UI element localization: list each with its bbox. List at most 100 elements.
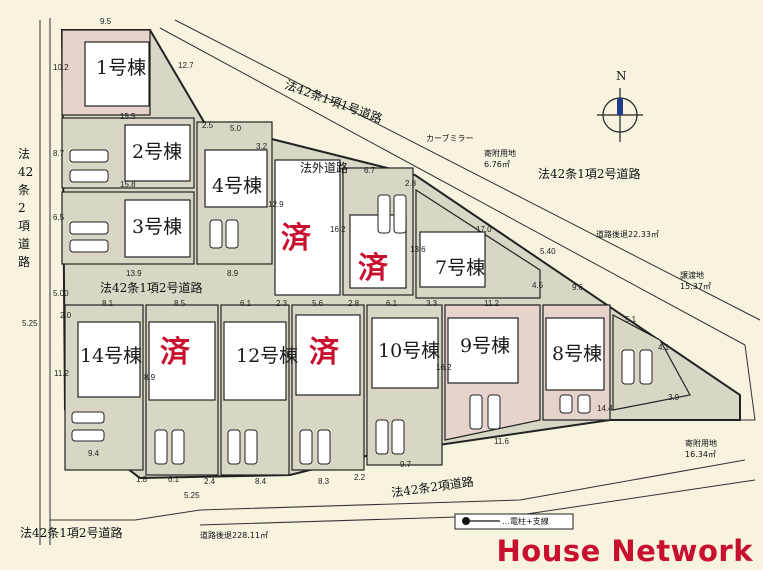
- svg-text:5.0: 5.0: [230, 124, 242, 133]
- svg-text:6.7: 6.7: [364, 166, 376, 175]
- setback-bottom: 道路後退228.11㎡: [200, 530, 268, 540]
- svg-text:2.0: 2.0: [60, 311, 72, 320]
- svg-text:2.4: 2.4: [204, 477, 216, 486]
- svg-text:項: 項: [18, 219, 30, 233]
- brand-logo: House Network: [496, 534, 753, 568]
- road-label-bottom-left: 法42条1項2号道路: [20, 525, 123, 540]
- svg-text:11.2: 11.2: [484, 299, 500, 308]
- svg-text:8.5: 8.5: [174, 299, 186, 308]
- svg-text:条: 条: [18, 183, 30, 197]
- lot-labels: 1号棟 2号棟 3号棟 4号棟 7号棟 8号棟 9号棟 10号棟 12号棟 14…: [80, 57, 602, 367]
- lot-13-building: [148, 321, 216, 401]
- svg-text:5.1: 5.1: [625, 315, 637, 324]
- svg-text:9.4: 9.4: [88, 449, 100, 458]
- legend-text: …電柱+支線: [502, 516, 549, 526]
- svg-text:16.2: 16.2: [330, 225, 346, 234]
- svg-text:11.6: 11.6: [494, 437, 510, 446]
- north-label: N: [616, 69, 627, 83]
- svg-text:12.9: 12.9: [268, 200, 284, 209]
- svg-text:9.7: 9.7: [400, 460, 412, 469]
- svg-text:2.2: 2.2: [354, 473, 366, 482]
- svg-text:5.40: 5.40: [540, 247, 556, 256]
- svg-text:4.5: 4.5: [532, 281, 544, 290]
- lot-10-label: 10号棟: [378, 340, 440, 362]
- svg-text:路: 路: [18, 254, 30, 269]
- lot-12-label: 12号棟: [236, 345, 298, 367]
- lot-1-building: [84, 41, 150, 107]
- svg-text:3.3: 3.3: [426, 299, 438, 308]
- donation-bottom-title: 寄附用地: [685, 438, 717, 448]
- svg-text:15.5: 15.5: [120, 112, 136, 121]
- transfer-area: 15.37㎡: [680, 282, 711, 291]
- dimension-labels: 9.5 10.2 12.7 15.5 8.7 15.8 6.5 2.5 5.0 …: [22, 17, 680, 500]
- svg-text:13.9: 13.9: [126, 269, 142, 278]
- lot-2-label: 2号棟: [132, 141, 182, 163]
- road-label-out-of-law: 法外道路: [300, 160, 348, 175]
- svg-text:3.2: 3.2: [256, 142, 268, 151]
- svg-text:8.1: 8.1: [102, 299, 114, 308]
- sold-mark: 済: [160, 335, 191, 370]
- road-label-left-vertical: 法 42 条 2 項 道 路: [18, 147, 33, 269]
- road-label-mid-left: 法42条1項2号道路: [100, 280, 203, 295]
- lot-9-building: [447, 317, 519, 384]
- donation-bottom-area: 16.34㎡: [685, 450, 716, 459]
- lot-8-building: [545, 317, 605, 391]
- sold-marks: 済 済 済 済: [160, 221, 389, 370]
- svg-text:1.8: 1.8: [136, 475, 148, 484]
- svg-text:8.7: 8.7: [53, 149, 65, 158]
- svg-text:9.5: 9.5: [100, 17, 112, 26]
- svg-text:5.6: 5.6: [312, 299, 324, 308]
- lot-2-building: [124, 124, 191, 182]
- svg-text:15.8: 15.8: [120, 180, 136, 189]
- lot-3-building: [124, 199, 191, 258]
- road-label-bottom: 法42条2項道路: [390, 474, 474, 500]
- svg-text:5.25: 5.25: [22, 319, 38, 328]
- road-label-top-right: 法42条1項1号道路: [283, 77, 384, 126]
- notes: カーブミラー 寄附用地 6.76㎡ 道路後退22.33㎡ 譲渡地 15.37㎡ …: [200, 133, 717, 540]
- lot-7-building: [419, 231, 486, 288]
- svg-text:8.9: 8.9: [227, 269, 239, 278]
- mirror-note: カーブミラー: [426, 133, 474, 143]
- lot-5-parcel: [274, 159, 341, 296]
- legend: …電柱+支線: [454, 513, 574, 530]
- donation-top-area: 6.76㎡: [484, 160, 510, 169]
- setback-top: 道路後退22.33㎡: [596, 229, 659, 239]
- svg-text:9.6: 9.6: [572, 283, 584, 292]
- sold-mark: 済: [358, 251, 389, 286]
- svg-text:2.8: 2.8: [405, 179, 417, 188]
- svg-text:4.1: 4.1: [658, 343, 670, 352]
- transfer-title: 譲渡地: [680, 270, 704, 280]
- svg-text:6.1: 6.1: [168, 475, 180, 484]
- svg-text:5.25: 5.25: [184, 491, 200, 500]
- svg-text:8.3: 8.3: [318, 477, 330, 486]
- svg-text:13.6: 13.6: [410, 245, 426, 254]
- svg-text:11.2: 11.2: [54, 369, 70, 378]
- utility-pole-icon: [462, 517, 470, 525]
- lot-11-building: [295, 314, 361, 396]
- lot-1-label: 1号棟: [96, 57, 146, 79]
- north-arrow-icon: [597, 88, 643, 142]
- svg-text:14.4: 14.4: [597, 404, 613, 413]
- svg-text:16.2: 16.2: [436, 363, 452, 372]
- parking-spaces: [69, 149, 653, 465]
- svg-text:17.0: 17.0: [476, 225, 492, 234]
- sold-mark: 済: [281, 221, 312, 256]
- sold-mark: 済: [309, 335, 340, 370]
- svg-text:10.2: 10.2: [53, 63, 69, 72]
- svg-text:12.7: 12.7: [178, 61, 194, 70]
- road-label-right-upper: 法42条1項2号道路: [538, 166, 641, 181]
- svg-text:道: 道: [18, 237, 30, 251]
- svg-text:5.00: 5.00: [53, 289, 69, 298]
- lot-12-building: [223, 321, 287, 401]
- svg-text:6.1: 6.1: [386, 299, 398, 308]
- svg-text:法: 法: [18, 147, 30, 161]
- lot-4-building: [204, 149, 268, 208]
- svg-text:2.8: 2.8: [348, 299, 360, 308]
- svg-text:3.9: 3.9: [668, 393, 680, 402]
- svg-text:6.1: 6.1: [240, 299, 252, 308]
- lot-9-label: 9号棟: [460, 335, 510, 357]
- svg-text:8.9: 8.9: [144, 373, 156, 382]
- lot-3-label: 3号棟: [132, 216, 182, 238]
